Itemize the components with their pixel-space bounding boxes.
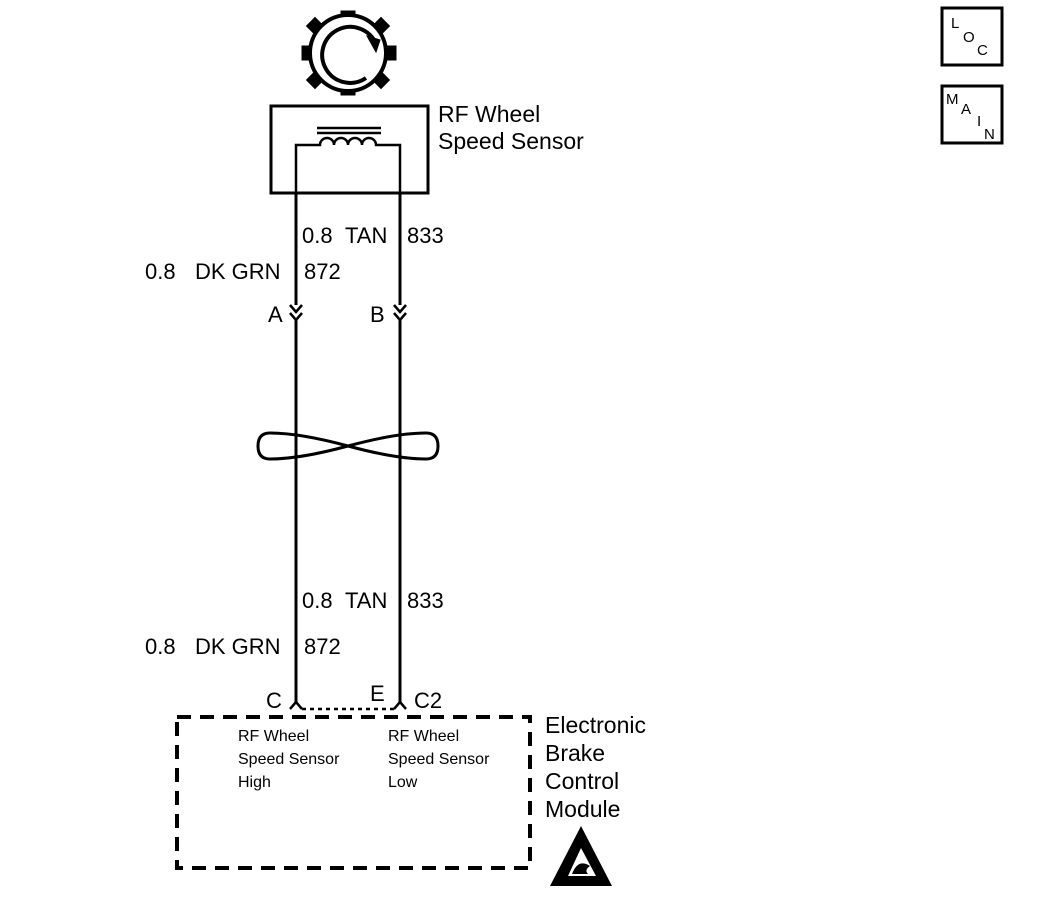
upper-tan-size: 0.8 <box>302 223 333 248</box>
ebcm-module <box>175 715 532 870</box>
low-pin-line3: Low <box>388 774 418 791</box>
inline-connector-icon <box>289 304 407 322</box>
high-pin-line3: High <box>238 774 271 791</box>
loc-button[interactable]: L O C <box>940 6 1004 67</box>
module-name-line4: Module <box>545 796 620 822</box>
upper-grn-size: 0.8 <box>145 259 176 284</box>
loc-letter-o: O <box>963 29 975 46</box>
esd-warning-icon <box>550 826 612 886</box>
tone-ring-icon <box>301 10 397 96</box>
upper-grn-circuit: 872 <box>304 259 341 284</box>
sensor-body <box>269 104 430 195</box>
module-connector-icon <box>289 700 407 711</box>
lower-tan-size: 0.8 <box>302 588 333 613</box>
main-letter-i: I <box>977 113 981 130</box>
low-pin-line2: Speed Sensor <box>388 751 490 768</box>
pin-a-label: A <box>268 302 283 327</box>
main-letter-n: N <box>984 126 995 143</box>
main-letter-m: M <box>946 91 959 108</box>
module-name-line2: Brake <box>545 740 605 766</box>
sensor-coil-icon <box>294 126 402 205</box>
lower-grn-color: DK GRN <box>195 634 281 659</box>
pin-e-label: E <box>370 681 385 706</box>
module-name-line3: Control <box>545 768 619 794</box>
connector-id-label: C2 <box>414 688 442 713</box>
lower-grn-circuit: 872 <box>304 634 341 659</box>
loc-letter-c: C <box>977 42 988 59</box>
high-pin-line2: Speed Sensor <box>238 751 340 768</box>
low-pin-line1: RF Wheel <box>388 728 459 745</box>
lower-tan-circuit: 833 <box>407 588 444 613</box>
lower-grn-size: 0.8 <box>145 634 176 659</box>
pin-b-label: B <box>370 302 385 327</box>
loc-letter-l: L <box>951 15 959 32</box>
high-pin-line1: RF Wheel <box>238 728 309 745</box>
sensor-title-line1: RF Wheel <box>438 101 540 127</box>
lower-tan-color: TAN <box>345 588 387 613</box>
twisted-pair-icon <box>256 431 440 461</box>
upper-tan-color: TAN <box>345 223 387 248</box>
module-name-line1: Electronic <box>545 712 646 738</box>
main-letter-a: A <box>961 101 971 118</box>
sensor-title-line2: Speed Sensor <box>438 128 584 154</box>
main-button[interactable]: M A I N <box>940 84 1004 145</box>
upper-tan-circuit: 833 <box>407 223 444 248</box>
upper-grn-color: DK GRN <box>195 259 281 284</box>
pin-c-label: C <box>266 688 282 713</box>
